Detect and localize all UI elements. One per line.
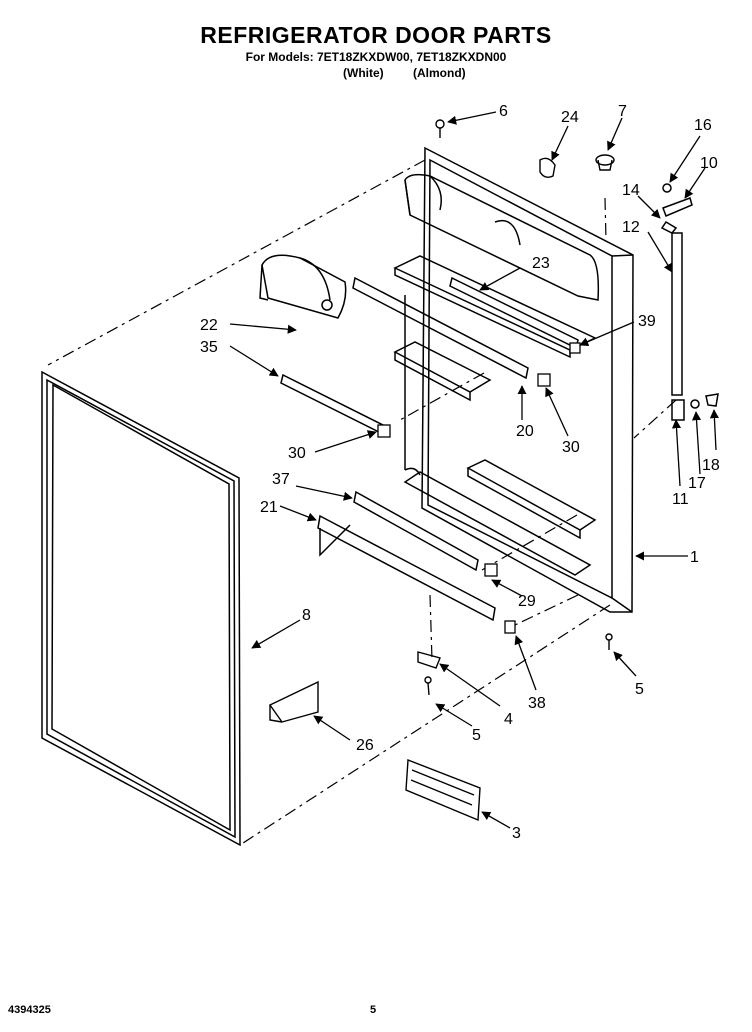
callout-29: 29 (518, 593, 536, 610)
callout-22: 22 (200, 317, 218, 334)
callout-21: 21 (260, 499, 278, 516)
callout-14: 14 (622, 182, 640, 199)
callout-30-right: 30 (562, 439, 580, 456)
callout-6: 6 (499, 103, 508, 120)
door-gasket (41, 370, 241, 847)
callout-16: 16 (694, 117, 712, 134)
callout-leaders (229, 111, 719, 829)
callout-39: 39 (638, 313, 656, 330)
fasteners (417, 119, 615, 696)
callout-10: 10 (700, 155, 718, 172)
cover-part (268, 680, 319, 723)
hinge-assembly (660, 183, 719, 421)
assembly-lines (47, 159, 677, 846)
callout-38: 38 (528, 695, 546, 712)
callout-35: 35 (200, 339, 218, 356)
document-number: 4394325 (8, 1004, 51, 1016)
callout-24: 24 (561, 109, 579, 126)
callout-1: 1 (690, 549, 699, 566)
callout-37: 37 (272, 471, 290, 488)
door-liner (393, 146, 634, 613)
callout-23: 23 (532, 255, 550, 272)
callout-5-left: 5 (472, 727, 481, 744)
callout-4: 4 (504, 711, 513, 728)
callout-numbers: 6 24 7 16 10 14 12 23 39 22 35 30 20 30 … (200, 103, 720, 842)
dairy-door (259, 254, 347, 319)
callout-26: 26 (356, 737, 374, 754)
callout-17: 17 (688, 475, 706, 492)
callout-18: 18 (702, 457, 720, 474)
callout-8: 8 (302, 607, 311, 624)
callout-20: 20 (516, 423, 534, 440)
color-variants: (White) (Almond) (343, 66, 466, 80)
shelf-clips (377, 342, 581, 634)
callout-7: 7 (618, 103, 627, 120)
callout-5-right: 5 (635, 681, 644, 698)
page-number: 5 (370, 1004, 377, 1016)
variant-almond: (Almond) (413, 66, 466, 80)
callout-3: 3 (512, 825, 521, 842)
grille-panel (405, 759, 481, 822)
page-title: REFRIGERATOR DOOR PARTS (200, 22, 552, 48)
model-numbers: For Models: 7ET18ZKXDW00, 7ET18ZKXDN00 (245, 50, 507, 64)
callout-12: 12 (622, 219, 640, 236)
callout-30-left: 30 (288, 445, 306, 462)
variant-white: (White) (343, 66, 384, 80)
callout-11: 11 (672, 491, 689, 508)
